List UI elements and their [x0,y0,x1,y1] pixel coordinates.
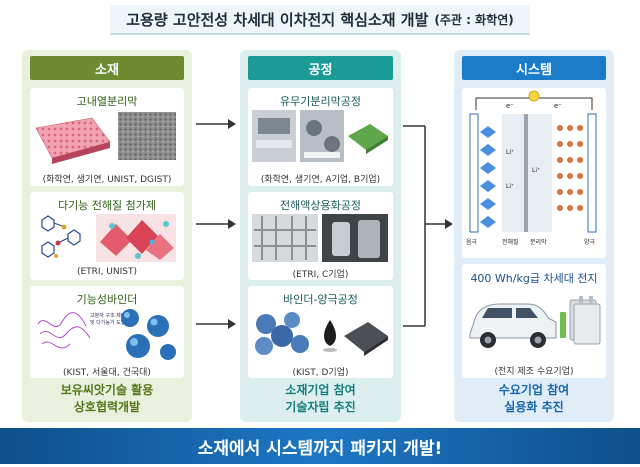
bottom-banner-text: 소재에서 시스템까지 패키지 개발! [197,438,443,459]
binder-droplet [323,320,337,352]
system-footer: 수요기업 참여 실용화 추진 [454,382,614,416]
process-footer-line-1: 소재기업 참여 [285,383,356,397]
binder-card-caption: (KIST, 서울대, 건국대) [63,368,151,378]
arrow-right-icon [196,119,236,129]
material-footer-line-1: 보유씨앗기술 활용 [60,383,154,397]
coating-machine-photo [252,110,296,162]
binder-card-title: 기능성바인더 [76,293,138,306]
coated-particles [121,309,176,360]
process-footer-line-2: 기술자립 추진 [285,400,356,414]
process-footer: 소재기업 참여 기술자립 추진 [240,382,401,416]
electron-label-right: e⁻ [554,102,562,110]
electrolyte-process-caption: (ETRI, C기업) [292,270,349,280]
molecule-structures [41,215,81,258]
separator-label: 분리막 [530,238,547,246]
binder-card: 기능성바인더 고분자 구조 제어 및 다기능기 도입 (KIST, 서울대, 건… [30,286,184,378]
material-footer: 보유씨앗기술 활용 상호협력개발 [22,382,192,416]
material-panel: 소재 고내열분리막 (화학연, 생기연, UNIST, DGIST) [22,50,192,422]
anode-collector [469,113,479,233]
additive-images [41,214,176,262]
page-title: 고용량 고안전성 차세대 이차전지 핵심소재 개발 [126,10,429,29]
cathode-particles [255,312,309,355]
process-panel: 공정 유무기분리막공정 (화학연, 생기연, A기업, B기업) 전해액상용화공… [240,50,401,422]
binder-process-title: 바인더-양극공정 [283,293,358,306]
system-panel: 시스템 e⁻ e⁻ Li⁺ Li⁺ Li⁺ [454,50,614,422]
separator-process-caption: (화학연, 생기연, A기업, B기업) [260,175,381,185]
binder-inset-text-2: 및 다기능기 도입 [90,319,125,326]
process-header: 공정 [248,56,393,80]
bottom-banner: 소재에서 시스템까지 패키지 개발! [0,428,640,464]
polymer-chains [37,312,91,349]
membrane-sample [348,124,388,150]
electric-car-icon [469,303,566,348]
electron-label-left: e⁻ [506,102,514,110]
electrolyte-process-card: 전해액상용화공정 (ETRI, C기업) [248,192,393,280]
title-bar: 고용량 고안전성 차세대 이차전지 핵심소재 개발 (주관 : 화학연) [110,5,530,35]
electrolyte-crystal-render [96,214,176,262]
electrode-sheet [344,322,388,352]
arrow-right-icon [196,219,236,229]
separator-process-images [252,110,388,162]
electrolyte-process-title: 전해액상용화공정 [280,199,361,212]
electrolyte-process-images [252,214,388,262]
li-ion-label-1: Li⁺ [506,149,514,156]
next-gen-battery-card: 400 Wh/kg급 차세대 전지 (전지 제조 수요기업) [462,264,606,378]
separator-layer [524,114,528,232]
cell-schematic: e⁻ e⁻ Li⁺ Li⁺ Li⁺ [466,90,597,246]
merge-arrow-icon [403,125,453,327]
porous-membrane-3d [35,117,111,159]
separator-card-title: 고내열분리막 [76,95,138,108]
cathode-label: 양극 [584,238,596,246]
binder-images: 고분자 구조 제어 및 다기능기 도입 [37,309,176,360]
material-header: 소재 [30,56,184,80]
system-footer-line-1: 수요기업 참여 [498,383,570,397]
electrolyte-label: 전해질 [502,238,519,246]
separator-process-card: 유무기분리막공정 (화학연, 생기연, A기업, B기업) [248,88,393,186]
system-header: 시스템 [462,56,606,80]
material-footer-line-2: 상호협력개발 [73,400,141,414]
charger-icon [560,312,566,338]
separator-card-caption: (화학연, 생기연, UNIST, DGIST) [42,175,172,185]
page-subtitle: (주관 : 화학연) [434,12,514,27]
arrow-right-icon [196,319,236,329]
sem-image [118,112,176,160]
separator-process-title: 유무기분리막공정 [280,95,361,108]
cathode-collector [587,113,597,233]
next-gen-battery-title: 400 Wh/kg급 차세대 전지 [470,272,598,285]
binder-inset-text-1: 고분자 구조 제어 [90,312,125,319]
binder-process-card: 바인더-양극공정 (KIST, D기업) [248,286,393,378]
separator-card: 고내열분리막 (화학연, 생기연, UNIST, DGIST) [30,88,184,186]
anode-graphite [480,126,496,228]
additive-card: 다기능 전해질 첨가제 (E [30,192,184,280]
ev-and-cells-images [469,296,601,348]
system-footer-line-2: 실용화 추진 [504,400,564,414]
anode-label: 음극 [466,239,478,246]
additive-card-caption: (ETRI, UNIST) [76,267,138,277]
pouch-cells-icon [569,296,601,345]
li-ion-label-2: Li⁺ [506,183,514,190]
membrane-edge [52,142,110,164]
binder-process-images [255,312,388,356]
battery-cell-diagram: e⁻ e⁻ Li⁺ Li⁺ Li⁺ [462,88,606,258]
binder-process-caption: (KIST, D기업) [292,368,349,378]
separator-images [35,112,176,164]
light-bulb-icon [528,90,540,102]
next-gen-battery-caption: (전지 제조 수요기업) [494,367,574,377]
cathode-lattice [557,125,583,211]
additive-card-title: 다기능 전해질 첨가제 [57,199,157,212]
li-ion-label-3: Li⁺ [532,167,540,174]
